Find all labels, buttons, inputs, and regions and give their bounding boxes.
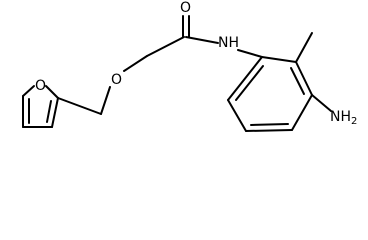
benzene-ring (227, 56, 313, 132)
amine-nh-text: NH (330, 109, 351, 125)
furan-ring (22, 85, 59, 128)
amide-group (182, 15, 263, 58)
furan-oxygen-label: O (35, 78, 46, 94)
chemical-structure: O O O NH NH2 (22, 0, 357, 132)
structure-canvas: O O O NH NH2 (22, 0, 357, 132)
amide-nh-label: NH (218, 35, 239, 51)
amine-bond (311, 94, 332, 112)
ether-linker (57, 36, 185, 115)
amine-subscript: 2 (351, 116, 357, 127)
amine-label: NH2 (330, 109, 357, 127)
methyl-bond (295, 32, 313, 63)
ether-oxygen-label: O (111, 72, 122, 88)
carbonyl-oxygen-label: O (180, 0, 191, 16)
